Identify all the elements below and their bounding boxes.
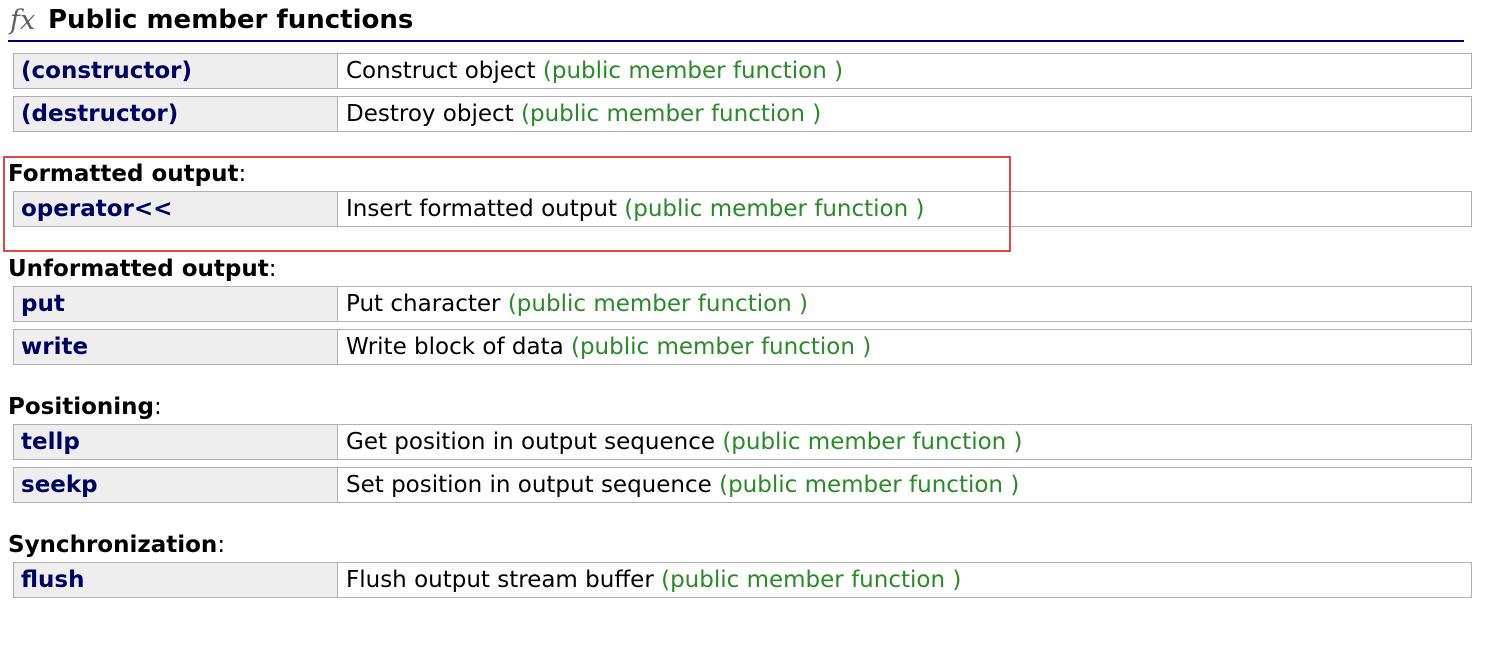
member-functions-page: fx Public member functions (constructor)… — [8, 0, 1472, 605]
member-kind: (public member function ) — [521, 101, 822, 127]
table-row: (destructor) Destroy object (public memb… — [13, 96, 1472, 132]
member-link-constructor[interactable]: (constructor) — [13, 53, 337, 89]
member-link-write[interactable]: write — [13, 329, 337, 365]
member-table-formatted-output: operator<< Insert formatted output (publ… — [13, 184, 1472, 234]
section-header: fx Public member functions — [8, 0, 1464, 42]
member-table-lifecycle: (constructor) Construct object (public m… — [13, 46, 1472, 139]
group-label: Formatted output: — [8, 161, 247, 187]
member-description: Write block of data (public member funct… — [337, 329, 1472, 365]
group-formatted-output: Formatted output: operator<< Insert form… — [8, 159, 1472, 234]
table-row: (constructor) Construct object (public m… — [13, 53, 1472, 89]
group-label: Positioning: — [8, 394, 162, 420]
member-kind: (public member function ) — [624, 196, 925, 222]
table-row: flush Flush output stream buffer (public… — [13, 562, 1472, 598]
member-table-synchronization: flush Flush output stream buffer (public… — [13, 555, 1472, 605]
group-synchronization: Synchronization: flush Flush output stre… — [8, 530, 1472, 605]
member-kind: (public member function ) — [661, 567, 962, 593]
member-link-flush[interactable]: flush — [13, 562, 337, 598]
group-unformatted-output: Unformatted output: put Put character (p… — [8, 254, 1472, 372]
member-link-operator-insert[interactable]: operator<< — [13, 191, 337, 227]
member-description: Set position in output sequence (public … — [337, 467, 1472, 503]
table-row: operator<< Insert formatted output (publ… — [13, 191, 1472, 227]
member-link-destructor[interactable]: (destructor) — [13, 96, 337, 132]
member-kind: (public member function ) — [570, 334, 872, 360]
fx-icon: fx — [10, 4, 36, 36]
member-kind: (public member function ) — [719, 472, 1020, 498]
member-kind: (public member function ) — [542, 58, 844, 84]
member-description: Flush output stream buffer (public membe… — [337, 562, 1472, 598]
member-description: Get position in output sequence (public … — [337, 424, 1472, 460]
table-row: seekp Set position in output sequence (p… — [13, 467, 1472, 503]
section-title: Public member functions — [48, 5, 414, 35]
member-table-positioning: tellp Get position in output sequence (p… — [13, 417, 1472, 510]
group-label: Synchronization: — [8, 532, 226, 558]
member-kind: (public member function ) — [507, 291, 809, 317]
group-label: Unformatted output: — [8, 256, 277, 282]
member-link-seekp[interactable]: seekp — [13, 467, 337, 503]
table-row: tellp Get position in output sequence (p… — [13, 424, 1472, 460]
member-description: Destroy object (public member function ) — [337, 96, 1472, 132]
member-description: Construct object (public member function… — [337, 53, 1472, 89]
group-positioning: Positioning: tellp Get position in outpu… — [8, 392, 1472, 510]
member-link-tellp[interactable]: tellp — [13, 424, 337, 460]
member-kind: (public member function ) — [722, 429, 1023, 455]
member-table-unformatted-output: put Put character (public member functio… — [13, 279, 1472, 372]
member-description: Put character (public member function ) — [337, 286, 1472, 322]
table-row: write Write block of data (public member… — [13, 329, 1472, 365]
table-row: put Put character (public member functio… — [13, 286, 1472, 322]
member-link-put[interactable]: put — [13, 286, 337, 322]
member-description: Insert formatted output (public member f… — [337, 191, 1472, 227]
